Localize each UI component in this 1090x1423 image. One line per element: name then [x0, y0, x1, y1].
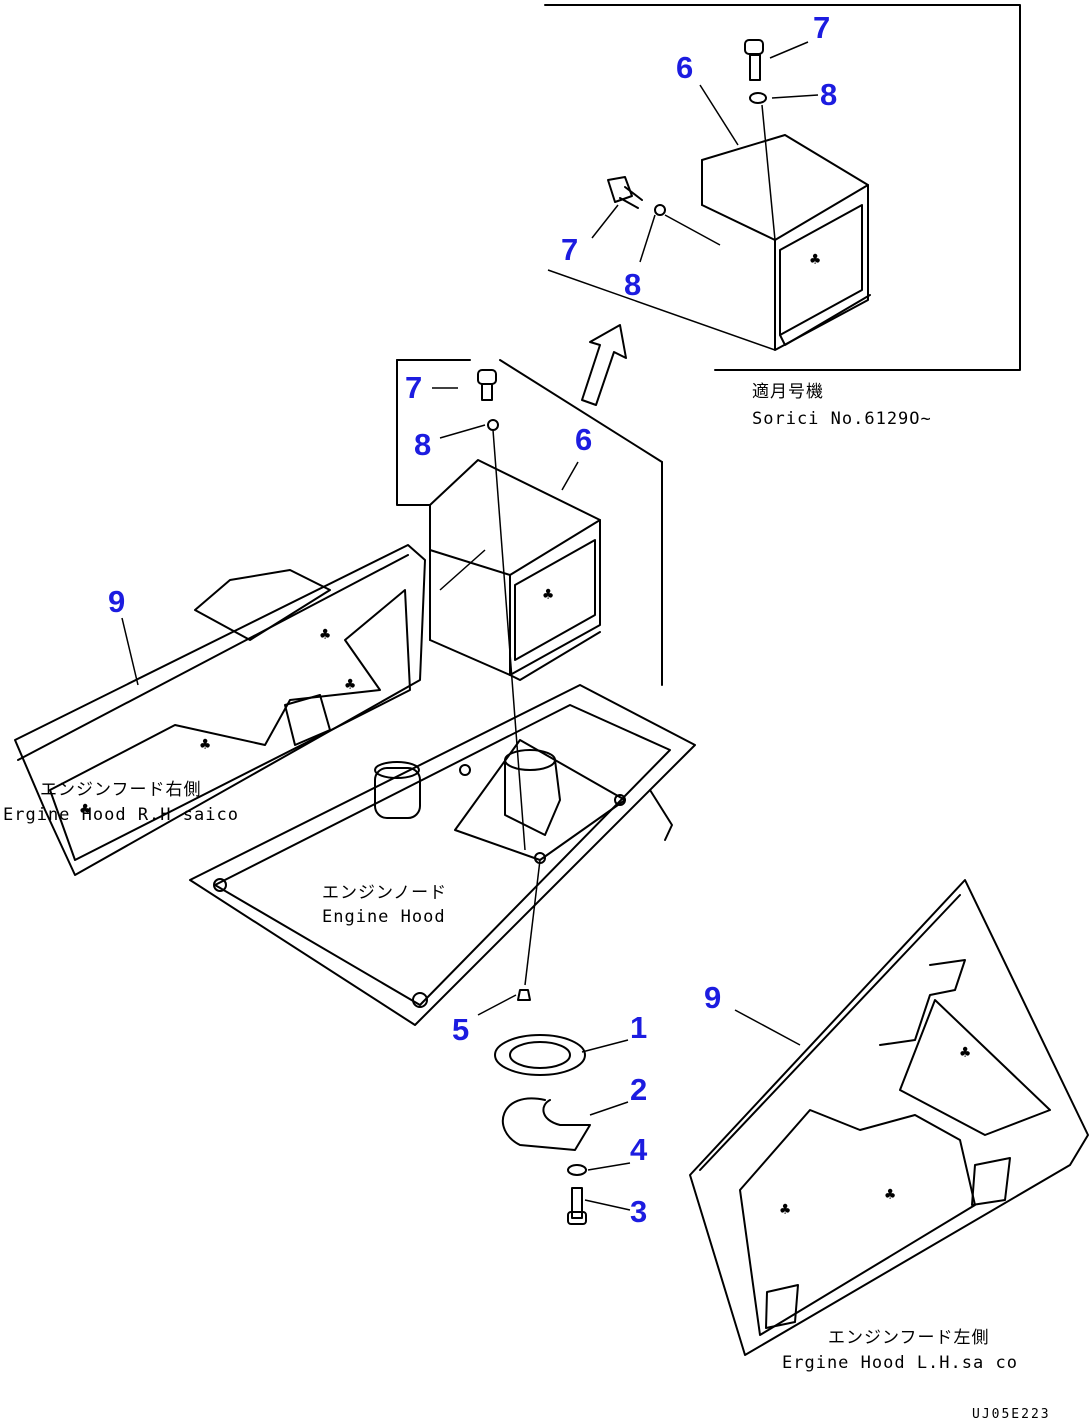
- bolt-7-mid: [477, 369, 526, 851]
- callout-7: 7: [561, 232, 578, 267]
- serial-detail-box: [544, 4, 1021, 371]
- rh-caption-en: Ergine Hood R.H saico: [3, 805, 239, 825]
- engine-hood: [189, 684, 696, 1026]
- callout-9: 9: [108, 584, 125, 619]
- callout-4: 4: [630, 1132, 648, 1167]
- box-6: ♣: [396, 359, 663, 686]
- callout-3: 3: [630, 1194, 647, 1229]
- callout-7: 7: [813, 10, 830, 45]
- logo-mark: ♣: [810, 250, 821, 270]
- lh-caption-en: Ergine Hood L.H.sa co: [782, 1353, 1018, 1373]
- callout-7: 7: [405, 370, 422, 405]
- bolt-7-left: [607, 176, 666, 216]
- logo-mark: ♣: [80, 800, 91, 820]
- callout-1: 1: [630, 1010, 647, 1045]
- logo-mark: ♣: [960, 1043, 971, 1063]
- logo-mark: ♣: [885, 1185, 896, 1205]
- leader-lines: [121, 41, 819, 1211]
- callout-8: 8: [414, 427, 431, 462]
- callout-6: 6: [575, 422, 592, 457]
- serial-caption-jp: 適月号機: [752, 382, 824, 402]
- callout-9: 9: [704, 980, 721, 1015]
- hood-caption-jp: エンジンノード: [322, 883, 447, 903]
- serial-caption-en: Sorici No.6129O~: [752, 409, 932, 429]
- engine-hood-rh: ♣ ♣ ♣ ♣: [14, 544, 426, 876]
- callout-8: 8: [624, 267, 641, 302]
- logo-mark: ♣: [345, 675, 356, 695]
- callout-2: 2: [630, 1072, 647, 1107]
- bolt-7-top: [744, 39, 767, 104]
- update-arrow: [581, 324, 627, 406]
- callout-6: 6: [676, 50, 693, 85]
- logo-mark: ♣: [543, 585, 554, 605]
- logo-mark: ♣: [200, 735, 211, 755]
- small-parts: [494, 989, 591, 1225]
- box-6-variant: ♣: [547, 104, 871, 351]
- logo-mark: ♣: [320, 625, 331, 645]
- logo-mark: ♣: [780, 1200, 791, 1220]
- callout-8: 8: [820, 77, 837, 112]
- engine-hood-lh: ♣ ♣ ♣: [689, 879, 1089, 1356]
- callout-5: 5: [452, 1012, 469, 1047]
- captions: 適月号機 Sorici No.6129O~ エンジンフード右側 Ergine H…: [3, 382, 1051, 1422]
- hood-caption-en: Engine Hood: [322, 907, 446, 927]
- callout-numbers: 7 8 6 7 8 7 8 6 9 5 1 2 4 3 9: [108, 10, 837, 1229]
- drawing-code: UJ05E223: [972, 1407, 1051, 1422]
- rh-caption-jp: エンジンフード右側: [40, 780, 202, 800]
- lh-caption-jp: エンジンフード左側: [828, 1328, 990, 1348]
